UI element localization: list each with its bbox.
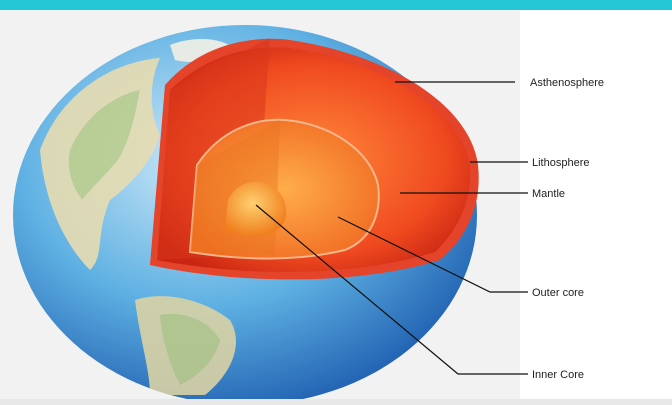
bottom-border — [0, 399, 672, 405]
leader-lines — [255, 81, 528, 375]
label-asthenosphere: Asthenosphere — [530, 77, 604, 89]
leader-inner-core — [255, 204, 528, 375]
continent-south-america-green — [160, 313, 220, 385]
top-accent-bar — [0, 0, 672, 10]
leader-outer-core — [337, 216, 528, 293]
label-inner-core: Inner Core — [532, 369, 584, 381]
label-outer-core: Outer core — [532, 287, 584, 299]
continent-north-america-green — [68, 90, 140, 200]
label-panel-background — [520, 10, 672, 405]
inner-core-layer — [225, 181, 287, 236]
label-lithosphere: Lithosphere — [532, 157, 590, 169]
label-mantle: Mantle — [532, 188, 565, 200]
earth-cutaway — [150, 38, 479, 280]
